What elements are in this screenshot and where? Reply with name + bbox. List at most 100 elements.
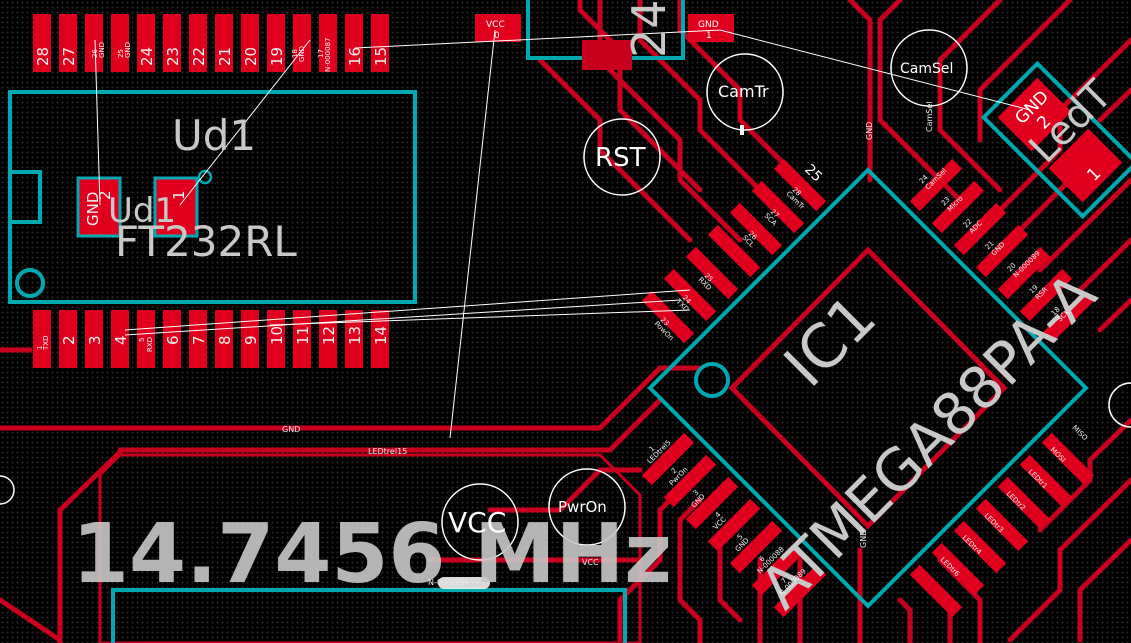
- top-part[interactable]: [475, 0, 734, 70]
- pad-net: Micro: [946, 194, 965, 213]
- pad-net: LEDtr3: [983, 512, 1005, 534]
- pad-num: 6: [758, 554, 767, 563]
- pin-net: TXD: [42, 336, 50, 351]
- pad-net: LEDtr6: [939, 556, 962, 579]
- pad-num: 7: [780, 577, 789, 586]
- net-camsel: CamSel: [925, 101, 934, 132]
- pad-net: LEDtr4: [961, 534, 984, 557]
- pad-num: 3: [692, 489, 701, 498]
- led-part[interactable]: [980, 60, 1131, 220]
- ud1-bottom-pin-labels: 1 2 3 4 5 6 7 8 9 10 11 12 13 14 TXD RXD: [36, 326, 390, 352]
- pad-net: LEDtr2: [1005, 490, 1027, 512]
- track-ledtr: [117, 397, 663, 453]
- pad-net: GND: [734, 536, 751, 553]
- pin-net: RXD: [146, 337, 154, 352]
- pin-label: 10: [268, 326, 286, 345]
- pin-label: 8: [216, 335, 234, 345]
- tp-pwron: [548, 468, 626, 546]
- tp-camtr: [706, 53, 784, 131]
- copper-pour: [98, 453, 642, 643]
- ud1-cap-left-num: 2: [96, 190, 114, 200]
- pin-label: 22: [190, 47, 208, 66]
- pin-label: 26: [91, 49, 99, 58]
- track-gnd: [0, 365, 703, 431]
- tp-vcc: [441, 483, 519, 561]
- ic1-ref: IC1: [771, 282, 890, 401]
- pad-net: LEDtr1: [1027, 468, 1049, 490]
- pad-num: 23: [940, 195, 952, 207]
- pad-num: 27: [769, 208, 781, 220]
- pad-num: 1: [648, 445, 657, 454]
- pin-label: 14: [372, 326, 390, 345]
- pin-label: 17: [317, 49, 325, 58]
- pad-top-right-num: 25: [801, 162, 825, 186]
- pin-label: 16: [346, 47, 364, 66]
- pad-net: MOSI: [1049, 446, 1067, 464]
- pin-label: 25: [117, 49, 125, 58]
- pad-num: 25: [703, 272, 715, 284]
- pin-label: 18: [291, 49, 299, 58]
- ud1-footprint[interactable]: [8, 14, 417, 368]
- led-pin1: 1: [1083, 164, 1105, 186]
- tp-camsel-label: CamSel: [900, 61, 953, 77]
- pad-num: 18: [1050, 305, 1062, 317]
- pin-label: 12: [320, 326, 338, 345]
- pad-num: 5: [736, 533, 745, 542]
- tp-camtr-label: CamTr: [718, 82, 769, 101]
- top-pad-right-net: GND: [698, 20, 719, 30]
- pin-label: 27: [60, 47, 78, 66]
- net-ledtr: LEDtrel15: [368, 447, 407, 456]
- pad-num: 19: [1028, 283, 1040, 295]
- pad-net: LEDtrel5: [646, 439, 673, 466]
- tp-camsel: [890, 29, 968, 107]
- ratsnest: [94, 29, 1031, 439]
- crystal-footprint[interactable]: [111, 577, 627, 643]
- pad-num: 23: [659, 316, 671, 328]
- net-vcc-small: VCC: [582, 558, 599, 567]
- pin-label: 2: [60, 335, 78, 345]
- pin-label: 5: [138, 338, 146, 342]
- pad-num: 4: [714, 510, 723, 519]
- pin-label: 15: [372, 47, 390, 66]
- net-n88: N-000088: [428, 578, 467, 587]
- pin-label: 13: [346, 326, 364, 345]
- top-part-num: 24: [622, 0, 676, 58]
- pin-label: 23: [164, 47, 182, 66]
- pin-label: 19: [268, 47, 286, 66]
- ic-pad-labels-ul: 28 CamTr 27 SCA 26 SCL 25 RXD 24 TXD 23 …: [653, 186, 806, 343]
- pin-label: 28: [34, 47, 52, 66]
- pin-label: 3: [86, 335, 104, 345]
- pin-label: 21: [216, 47, 234, 66]
- pad-net: N-000089: [1012, 249, 1042, 279]
- pad-num: 20: [1006, 261, 1018, 273]
- net-gnd-vert: GND: [865, 122, 874, 140]
- net-gnd-track: GND: [282, 425, 300, 434]
- pin-label: 20: [242, 47, 260, 66]
- ud1-cap-left-net: GND: [84, 192, 102, 226]
- tp-rst-label: RST: [595, 143, 646, 173]
- top-pad-left-net: VCC: [486, 20, 505, 30]
- pad-net: MISO: [1071, 424, 1090, 443]
- pad-num: 28: [791, 186, 803, 198]
- tp-rst: [583, 118, 661, 196]
- test-points[interactable]: [0, 29, 1131, 561]
- pin-label: 4: [112, 335, 130, 345]
- ud1-top-pin-labels: 28 27 26 25 24 23 22 21 20 19 18 17 16 1…: [34, 38, 390, 72]
- pin-label: 7: [190, 335, 208, 345]
- net-gnd-ic-bottom: GND: [859, 530, 868, 548]
- ud1-ref2: Ud1: [108, 191, 176, 231]
- pin-net: GND: [98, 42, 106, 58]
- pin-net: N-000087: [324, 38, 332, 72]
- crystal-label: 14.7456 MHz: [72, 507, 672, 602]
- pin-label: 11: [294, 326, 312, 345]
- tp-pwron-label: PwrOn: [558, 498, 607, 516]
- pin-net: GND: [124, 42, 132, 58]
- pin-label: 9: [242, 335, 260, 345]
- top-pad-left-num: 0: [494, 31, 500, 41]
- ic1-footprint[interactable]: [641, 158, 1095, 618]
- top-pad-right-num: 1: [706, 31, 712, 41]
- ic1-pin1-marker: [694, 362, 730, 398]
